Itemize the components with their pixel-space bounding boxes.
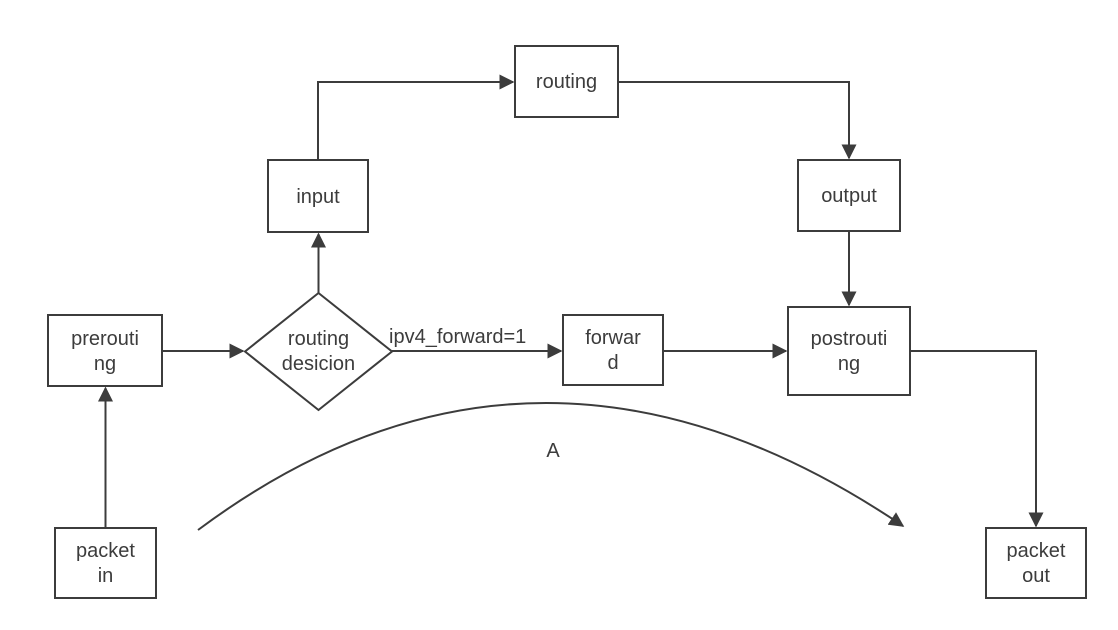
edge-routing-to-output <box>618 81 857 160</box>
node-routing-decision: routing desicion <box>243 291 394 412</box>
node-packet-in-label-line1: packet <box>76 540 135 562</box>
node-prerouting: prerouti ng <box>47 314 163 387</box>
node-postrouting: postrouti ng <box>787 306 911 396</box>
node-packet-in-label-line2: in <box>98 565 114 587</box>
node-routing-box <box>514 45 619 118</box>
node-forward-label-line2: d <box>607 352 618 374</box>
node-postrouting-label-line2: ng <box>838 353 860 375</box>
node-input: input <box>267 159 369 233</box>
node-input-label: input <box>296 186 340 208</box>
node-input-box <box>267 159 369 233</box>
node-packet-out-label-line2: out <box>1022 565 1050 587</box>
node-output: output <box>797 159 901 232</box>
edge-arc-bypass <box>197 402 905 531</box>
edge-input-to-routing <box>317 74 515 160</box>
node-prerouting-box <box>47 314 163 387</box>
node-packet-out-box <box>985 527 1087 599</box>
node-forward-box <box>562 314 664 386</box>
edge-label-forward-condition: ipv4_forward=1 <box>389 326 526 348</box>
node-packet-out-label-line1: packet <box>1007 540 1066 562</box>
node-routing: routing <box>514 45 619 118</box>
node-postrouting-box <box>787 306 911 396</box>
node-routing-label: routing <box>536 71 597 93</box>
node-prerouting-label-line2: ng <box>94 353 116 375</box>
node-routing-decision-label-line2: desicion <box>282 353 355 375</box>
node-packet-out: packet out <box>985 527 1087 599</box>
edge-postrouting-to-packetout <box>910 350 1044 528</box>
node-routing-decision-diamond <box>243 291 394 412</box>
node-forward: forwar d <box>562 314 664 386</box>
edge-label-arc: A <box>546 440 560 462</box>
node-routing-decision-label-line1: routing <box>288 328 349 350</box>
node-postrouting-label-line1: postrouti <box>811 328 888 350</box>
node-output-label: output <box>821 185 877 207</box>
node-forward-label-line1: forwar <box>585 327 641 349</box>
node-packet-in: packet in <box>54 527 157 599</box>
node-prerouting-label-line1: prerouti <box>71 328 139 350</box>
node-packet-in-box <box>54 527 157 599</box>
node-output-box <box>797 159 901 232</box>
